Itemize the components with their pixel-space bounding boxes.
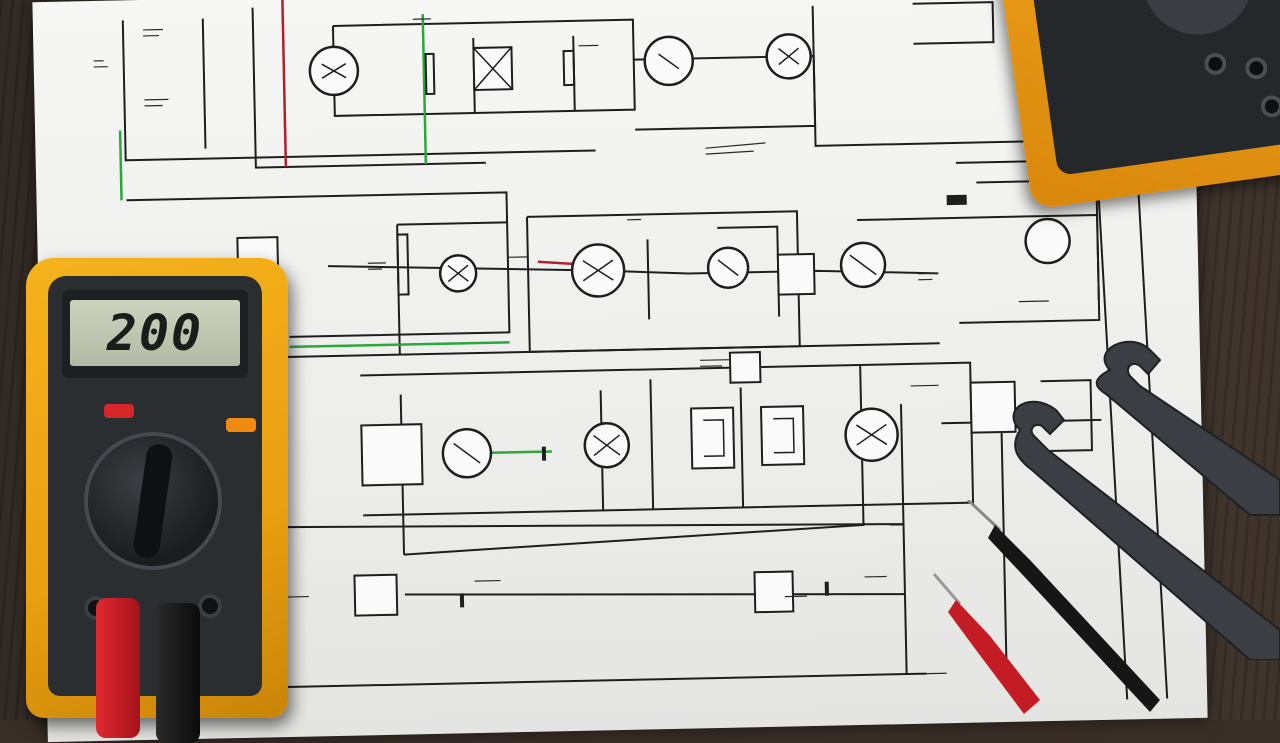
jack-icon bbox=[1202, 51, 1228, 77]
circuit-diagram bbox=[93, 0, 1169, 700]
lcd-screen: 200 bbox=[70, 300, 240, 366]
jack-icon bbox=[198, 594, 222, 618]
function-button bbox=[226, 418, 256, 432]
black-probe-plug bbox=[156, 603, 200, 743]
digital-multimeter: 200 bbox=[26, 258, 288, 743]
multimeter-reading: 200 bbox=[106, 304, 204, 362]
multimeter-face: 200 bbox=[48, 276, 262, 696]
power-button bbox=[104, 404, 134, 418]
red-probe-plug bbox=[96, 598, 140, 738]
second-multimeter-face bbox=[1030, 0, 1280, 176]
second-multimeter bbox=[998, 0, 1280, 210]
jack-icon bbox=[1259, 93, 1280, 119]
selector-dial-icon bbox=[1135, 0, 1260, 42]
multimeter-display: 200 bbox=[62, 290, 248, 378]
wrench-icon bbox=[1012, 340, 1280, 660]
selector-dial-icon bbox=[88, 436, 218, 566]
jack-icon bbox=[1243, 55, 1269, 81]
test-probes bbox=[932, 500, 1160, 714]
schematic-paper bbox=[32, 0, 1208, 743]
selector-knob bbox=[132, 442, 174, 560]
